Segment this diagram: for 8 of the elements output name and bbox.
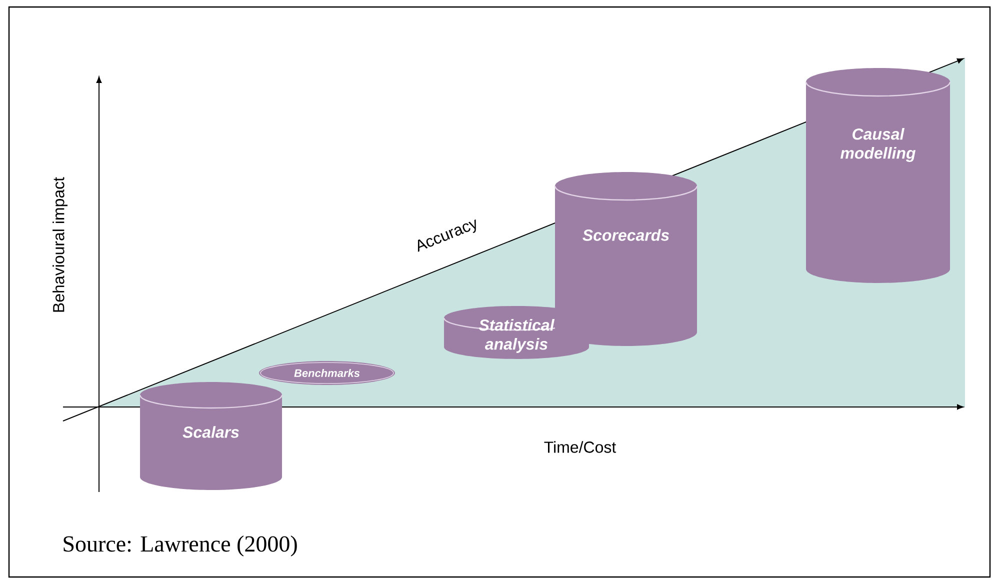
node-label: Statistical analysis [478, 319, 555, 353]
axis-label: Behavioural impact [52, 177, 68, 312]
cylinder: Causal modelling [805, 68, 951, 283]
cylinder: Scorecards [554, 172, 698, 346]
disc: Benchmarks [259, 360, 395, 385]
cylinder: Scalars [139, 382, 283, 490]
axis-label: Time/Cost [544, 441, 616, 453]
caption: Source: Lawrence (2000) [64, 536, 297, 556]
